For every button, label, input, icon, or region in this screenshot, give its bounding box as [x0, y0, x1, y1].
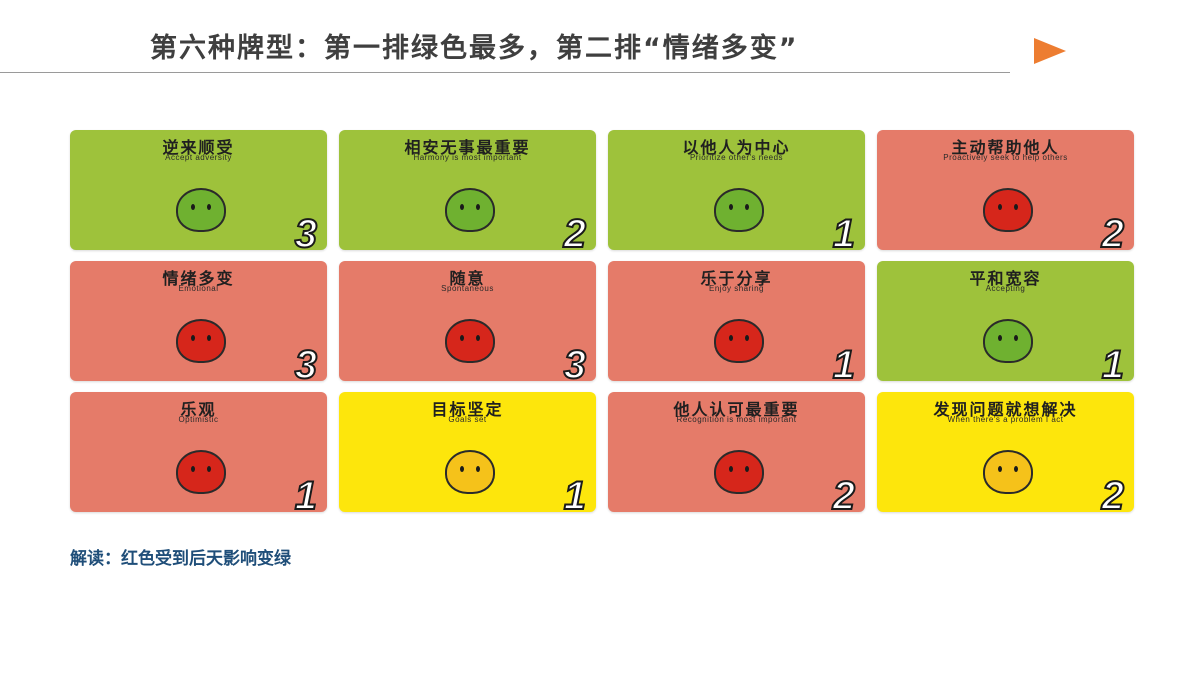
- character-illustration: [175, 319, 226, 363]
- character-illustration: [444, 188, 495, 232]
- card-number: 3: [294, 343, 318, 381]
- card-subtitle: Goals set: [448, 415, 487, 424]
- card-subtitle: Optimistic: [178, 415, 219, 424]
- card-subtitle: Accept adversity: [165, 153, 232, 162]
- character-illustration: [982, 188, 1033, 232]
- card-subtitle: Prioritize other's needs: [689, 153, 784, 162]
- card-number: 3: [563, 343, 587, 381]
- card-title: 以他人为中心: [682, 138, 791, 157]
- card-subtitle: Enjoy sharing: [709, 284, 764, 293]
- card: 平和宽容 Accepting 1: [877, 261, 1134, 381]
- card-title: 目标坚定: [431, 400, 504, 419]
- title-divider: [0, 72, 1010, 73]
- card: 他人认可最重要 Recognition is most important 2: [608, 392, 865, 512]
- character-illustration: [713, 450, 764, 494]
- card: 以他人为中心 Prioritize other's needs 1: [608, 130, 865, 250]
- card-title: 主动帮助他人: [951, 138, 1060, 157]
- card-number: 1: [563, 474, 587, 512]
- card-subtitle: Emotional: [178, 284, 219, 293]
- character-illustration: [444, 450, 495, 494]
- card-title: 乐于分享: [700, 269, 773, 288]
- card-subtitle: Spontaneous: [441, 284, 494, 293]
- slide-title: 第六种牌型：第一排绿色最多，第二排“情绪多变”: [150, 33, 799, 64]
- card: 相安无事最重要 Harmony is most important 2: [339, 130, 596, 250]
- card: 逆来顺受 Accept adversity 3: [70, 130, 327, 250]
- character-illustration: [444, 319, 495, 363]
- card-title: 情绪多变: [162, 269, 235, 288]
- card-number: 1: [832, 212, 856, 250]
- card-title: 发现问题就想解决: [933, 400, 1078, 419]
- card: 情绪多变 Emotional 3: [70, 261, 327, 381]
- character-illustration: [713, 188, 764, 232]
- card-grid: 逆来顺受 Accept adversity 3 相安无事最重要 Harmony …: [70, 130, 1134, 512]
- card-subtitle: When there's a problem I act: [947, 415, 1064, 424]
- card-number: 1: [1101, 343, 1125, 381]
- character-illustration: [982, 450, 1033, 494]
- card-title: 相安无事最重要: [404, 138, 531, 157]
- card-subtitle: Accepting: [985, 284, 1026, 293]
- character-illustration: [175, 188, 226, 232]
- card: 主动帮助他人 Proactively seek to help others 2: [877, 130, 1134, 250]
- play-triangle-icon[interactable]: [1034, 38, 1066, 64]
- character-illustration: [175, 450, 226, 494]
- card-title: 乐观: [180, 400, 217, 419]
- caption: 解读：红色受到后天影响变绿: [70, 549, 291, 569]
- card-title: 平和宽容: [969, 269, 1042, 288]
- card: 乐观 Optimistic 1: [70, 392, 327, 512]
- card: 目标坚定 Goals set 1: [339, 392, 596, 512]
- card-subtitle: Recognition is most important: [676, 415, 797, 424]
- card-number: 2: [832, 474, 856, 512]
- card-number: 3: [294, 212, 318, 250]
- card-subtitle: Harmony is most important: [413, 153, 522, 162]
- card: 乐于分享 Enjoy sharing 1: [608, 261, 865, 381]
- card: 随意 Spontaneous 3: [339, 261, 596, 381]
- card-number: 2: [1101, 474, 1125, 512]
- card-title: 逆来顺受: [162, 138, 235, 157]
- card-title: 他人认可最重要: [673, 400, 800, 419]
- card-subtitle: Proactively seek to help others: [943, 153, 1068, 162]
- card-number: 2: [1101, 212, 1125, 250]
- card-number: 1: [832, 343, 856, 381]
- card-number: 2: [563, 212, 587, 250]
- card-number: 1: [294, 474, 318, 512]
- character-illustration: [713, 319, 764, 363]
- character-illustration: [982, 319, 1033, 363]
- card-title: 随意: [449, 269, 486, 288]
- card: 发现问题就想解决 When there's a problem I act 2: [877, 392, 1134, 512]
